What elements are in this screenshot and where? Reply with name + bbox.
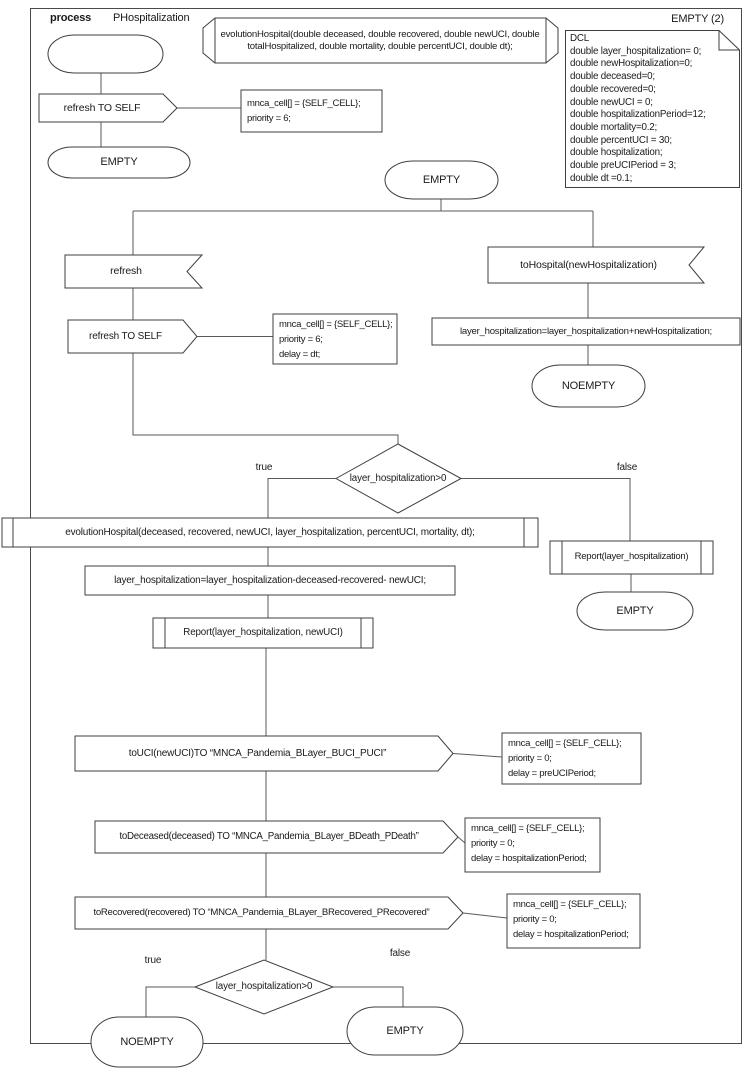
connector-group bbox=[100, 73, 632, 1017]
note-line: mnca_cell[] = {SELF_CELL}; bbox=[279, 319, 393, 330]
input-tohospital-shape[interactable] bbox=[487, 246, 706, 284]
note-line: delay = hospitalizationPeriod; bbox=[471, 853, 587, 864]
note-5-shape[interactable] bbox=[506, 893, 641, 949]
proc-report-shape[interactable] bbox=[549, 540, 714, 575]
output-todeceased-shape[interactable] bbox=[94, 820, 459, 854]
procedure-declaration-shape[interactable] bbox=[202, 17, 559, 64]
connector bbox=[462, 912, 508, 919]
note-line: delay = hospitalizationPeriod; bbox=[513, 929, 629, 940]
state-noempty-1-shape[interactable] bbox=[531, 364, 646, 408]
dcl-block-fold bbox=[718, 30, 740, 51]
connector bbox=[452, 753, 503, 758]
state-empty-4-shape[interactable] bbox=[346, 1006, 464, 1056]
output-refresh-self-1-shape[interactable] bbox=[38, 93, 178, 123]
dcl-line: double hospitalization; bbox=[570, 147, 663, 159]
note-2: mnca_cell[] = {SELF_CELL}; priority = 6;… bbox=[279, 317, 393, 362]
note-4: mnca_cell[] = {SELF_CELL}; priority = 0;… bbox=[471, 821, 587, 866]
connector bbox=[333, 986, 404, 1007]
dcl-line: double preUCIPeriod = 3; bbox=[570, 160, 677, 172]
dcl-line: double recovered=0; bbox=[570, 83, 656, 95]
state-empty-2-shape[interactable] bbox=[384, 160, 499, 200]
decision-1-shape[interactable] bbox=[334, 443, 463, 514]
state-start-shape[interactable] bbox=[47, 34, 164, 74]
proc-report-newuci-shape[interactable] bbox=[152, 617, 374, 649]
note-line: priority = 6; bbox=[279, 334, 323, 345]
connector bbox=[267, 478, 336, 518]
note-3: mnca_cell[] = {SELF_CELL}; priority = 0;… bbox=[508, 736, 622, 781]
note-4-shape[interactable] bbox=[464, 817, 601, 873]
connector bbox=[461, 478, 631, 541]
dcl-line: double hospitalizationPeriod=12; bbox=[570, 109, 706, 121]
note-5: mnca_cell[] = {SELF_CELL}; priority = 0;… bbox=[513, 897, 629, 942]
note-line: priority = 0; bbox=[508, 753, 552, 764]
note-3-shape[interactable] bbox=[501, 732, 642, 785]
connector bbox=[132, 353, 399, 444]
dcl-title: DCL bbox=[570, 33, 589, 44]
task-subtract-shape[interactable] bbox=[84, 565, 456, 596]
output-torecovered-shape[interactable] bbox=[74, 896, 464, 930]
state-empty-3-shape[interactable] bbox=[576, 591, 694, 631]
note-line: priority = 0; bbox=[471, 838, 515, 849]
dcl-line: double newHospitalization=0; bbox=[570, 58, 693, 70]
output-touci-shape[interactable] bbox=[74, 735, 454, 772]
note-line: mnca_cell[] = {SELF_CELL}; bbox=[247, 98, 361, 109]
note-line: priority = 0; bbox=[513, 914, 557, 925]
dcl-line: double dt =0.1; bbox=[570, 172, 633, 184]
dcl-line: double percentUCI = 30; bbox=[570, 134, 672, 146]
note-1: mnca_cell[] = {SELF_CELL}; priority = 6; bbox=[247, 96, 361, 126]
output-refresh-self-2-shape[interactable] bbox=[67, 319, 198, 354]
dcl-line: double newUCI = 0; bbox=[570, 96, 653, 108]
note-1-shape[interactable] bbox=[240, 89, 383, 133]
note-line: mnca_cell[] = {SELF_CELL}; bbox=[508, 738, 622, 749]
connector bbox=[145, 986, 195, 1017]
note-line: mnca_cell[] = {SELF_CELL}; bbox=[513, 899, 627, 910]
note-2-shape[interactable] bbox=[272, 313, 398, 365]
proc-evolution-shape[interactable] bbox=[1, 517, 539, 548]
dcl-line: double deceased=0; bbox=[570, 71, 655, 83]
dcl-text: DCL double layer_hospitalization= 0; dou… bbox=[570, 33, 736, 185]
dcl-line: double mortality=0.2; bbox=[570, 121, 658, 133]
dcl-line: double layer_hospitalization= 0; bbox=[570, 45, 702, 57]
note-line: delay = preUCIPeriod; bbox=[508, 768, 596, 779]
note-line: mnca_cell[] = {SELF_CELL}; bbox=[471, 823, 585, 834]
input-refresh-shape[interactable] bbox=[64, 254, 204, 289]
note-line: priority = 6; bbox=[247, 113, 291, 124]
state-empty-1-shape[interactable] bbox=[47, 146, 191, 179]
note-line: delay = dt; bbox=[279, 349, 321, 360]
state-noempty-2-shape[interactable] bbox=[90, 1016, 204, 1068]
dcl-block-shape[interactable] bbox=[565, 30, 740, 188]
task-add-shape[interactable] bbox=[431, 317, 741, 346]
connector bbox=[457, 836, 466, 844]
decision-2-shape[interactable] bbox=[193, 959, 335, 1015]
